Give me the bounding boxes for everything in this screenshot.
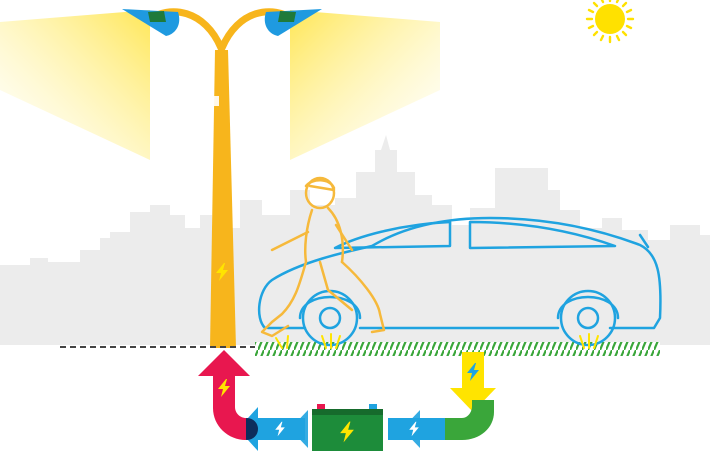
- runner-icon: [260, 176, 386, 338]
- sun-icon: [585, 0, 635, 44]
- street-lamp: [122, 8, 322, 348]
- up-arrow-icon: [198, 350, 250, 376]
- left-light-beam: [0, 10, 150, 160]
- sprout-icon: [275, 333, 599, 349]
- lamp-head-left-icon: [122, 9, 180, 36]
- lamp-pole: [210, 50, 236, 348]
- energy-flow-pipe: [198, 350, 496, 451]
- right-light-beam: [290, 10, 440, 160]
- battery-icon: [312, 404, 383, 451]
- grass-strip: [255, 342, 660, 356]
- car-icon: [257, 216, 662, 347]
- lamp-head-right-icon: [264, 9, 322, 36]
